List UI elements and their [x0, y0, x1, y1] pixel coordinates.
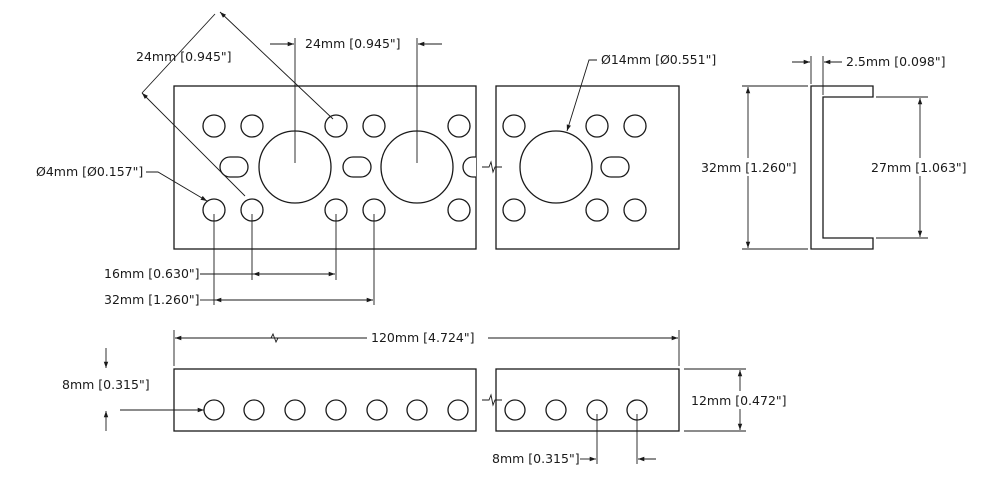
small-hole	[502, 114, 526, 138]
side-hole	[203, 399, 225, 421]
small-hole	[623, 198, 647, 222]
big-hole-spacing-label: 24mm [0.945"]	[305, 36, 401, 51]
small-hole	[447, 198, 471, 222]
side-hole	[243, 399, 265, 421]
side-hole	[366, 399, 388, 421]
diag-spacing-label: 24mm [0.945"]	[136, 49, 232, 64]
top-slots	[219, 156, 630, 178]
small-hole-dia-label: Ø4mm [Ø0.157"]	[36, 164, 143, 179]
small-hole	[502, 198, 526, 222]
side-hole	[545, 399, 567, 421]
side-view	[173, 368, 680, 432]
side-hole-offset-label: 8mm [0.315"]	[62, 377, 150, 392]
small-hole	[362, 114, 386, 138]
top-view	[173, 85, 680, 250]
side-hole	[284, 399, 306, 421]
length-label: 120mm [4.724"]	[371, 330, 474, 345]
side-hole	[325, 399, 347, 421]
small-hole	[585, 114, 609, 138]
large-hole	[519, 130, 593, 204]
small-hole	[585, 198, 609, 222]
top-dimensions: 24mm [0.945"] 24mm [0.945"] Ø14mm [Ø0.55…	[36, 11, 716, 307]
spacing-32-label: 32mm [1.260"]	[104, 292, 200, 307]
break-mark	[482, 160, 502, 174]
big-hole-dia-label: Ø14mm [Ø0.551"]	[601, 52, 716, 67]
side-plate-right	[495, 368, 680, 432]
slot	[600, 156, 630, 178]
small-hole	[447, 114, 471, 138]
slot-partial	[462, 156, 476, 178]
slot	[219, 156, 249, 178]
wall-thickness-label: 2.5mm [0.098"]	[846, 54, 946, 69]
small-hole	[324, 114, 348, 138]
small-hole	[623, 114, 647, 138]
channel-inner-label: 27mm [1.063"]	[871, 160, 967, 175]
side-dimensions: 120mm [4.724"] 8mm [0.315"] 12mm [0.472"…	[62, 330, 790, 466]
side-hole	[447, 399, 469, 421]
side-plate-left	[173, 368, 477, 432]
small-hole	[240, 114, 264, 138]
end-view: 2.5mm [0.098"] 32mm [1.260"] 27mm [1.063…	[698, 54, 970, 250]
top-small-holes	[202, 114, 647, 222]
side-hole	[504, 399, 526, 421]
small-hole	[202, 114, 226, 138]
channel-profile	[810, 85, 874, 250]
channel-outer-label: 32mm [1.260"]	[701, 160, 797, 175]
side-hole-pitch-label: 8mm [0.315"]	[492, 451, 580, 466]
side-height-label: 12mm [0.472"]	[691, 393, 787, 408]
spacing-16-label: 16mm [0.630"]	[104, 266, 200, 281]
break-mark	[482, 393, 502, 407]
slot	[342, 156, 372, 178]
side-hole	[406, 399, 428, 421]
